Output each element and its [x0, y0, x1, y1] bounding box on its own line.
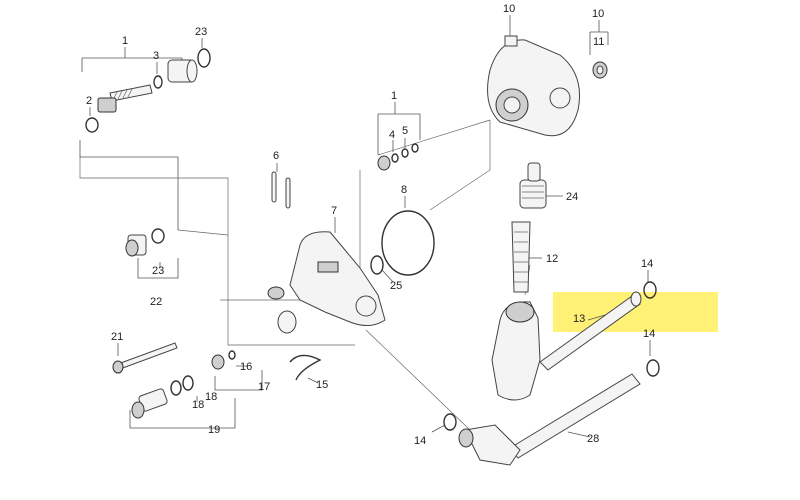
part-23-sleeve: [167, 48, 211, 83]
part-1-valve-set-middle: [377, 143, 419, 171]
callout-12: 12: [546, 253, 558, 265]
callout-2: 2: [86, 95, 92, 107]
part-14-rings: [443, 281, 660, 431]
callout-11: 11: [593, 36, 604, 48]
callout-labels: 1 23 3 2 10 10 11 1 4 5 6 8 24 7 12 14 2…: [86, 3, 655, 447]
part-21-bolt: [112, 342, 178, 374]
callout-16: 16: [240, 361, 252, 373]
part-15-clip: [289, 354, 322, 381]
part-10-pump-housing: [487, 35, 581, 137]
callout-10-top: 10: [503, 3, 515, 15]
callout-23-left: 23: [152, 265, 164, 277]
callout-18-right: 18: [205, 391, 217, 403]
callout-22: 22: [150, 296, 162, 308]
leader-lines: [79, 15, 651, 438]
part-1-valve-spring: [85, 84, 153, 133]
callout-14-middle-right: 14: [643, 328, 655, 340]
part-22-fitting: [125, 228, 165, 257]
callout-25: 25: [390, 280, 402, 292]
part-24-cap: [519, 162, 547, 209]
callout-10-right: 10: [592, 8, 604, 20]
callout-5: 5: [402, 125, 408, 137]
part-13-tube: [539, 291, 642, 371]
part-16-nut-and-washer: [211, 350, 236, 370]
part-7-main-housing: [267, 231, 386, 334]
callout-8: 8: [401, 184, 407, 196]
part-inlet-housing: [491, 301, 541, 401]
callout-7: 7: [331, 205, 337, 217]
callout-13: 13: [573, 313, 585, 325]
part-3-small-ring: [153, 75, 163, 89]
callout-23-top: 23: [195, 26, 207, 38]
callout-24: 24: [566, 191, 578, 203]
callout-14-bottom: 14: [414, 435, 426, 447]
part-12-filter: [511, 221, 531, 293]
callout-1-top: 1: [122, 35, 128, 47]
callout-18-left: 18: [192, 399, 204, 411]
callout-21: 21: [111, 331, 123, 343]
callout-19: 19: [208, 424, 220, 436]
callout-1-middle: 1: [391, 90, 397, 102]
part-6-pins: [271, 171, 291, 209]
part-11-nut: [592, 61, 608, 79]
part-28-tube-assembly: [458, 373, 641, 466]
callout-15: 15: [316, 379, 328, 391]
part-8-o-ring: [381, 210, 435, 276]
callout-14-top-right: 14: [641, 258, 653, 270]
callout-3: 3: [153, 50, 159, 62]
callout-17: 17: [258, 381, 270, 393]
callout-4: 4: [389, 129, 395, 141]
part-25-ring: [370, 255, 384, 275]
part-19-adapter: [131, 375, 194, 419]
callout-6: 6: [273, 150, 279, 162]
callout-28: 28: [587, 433, 599, 445]
